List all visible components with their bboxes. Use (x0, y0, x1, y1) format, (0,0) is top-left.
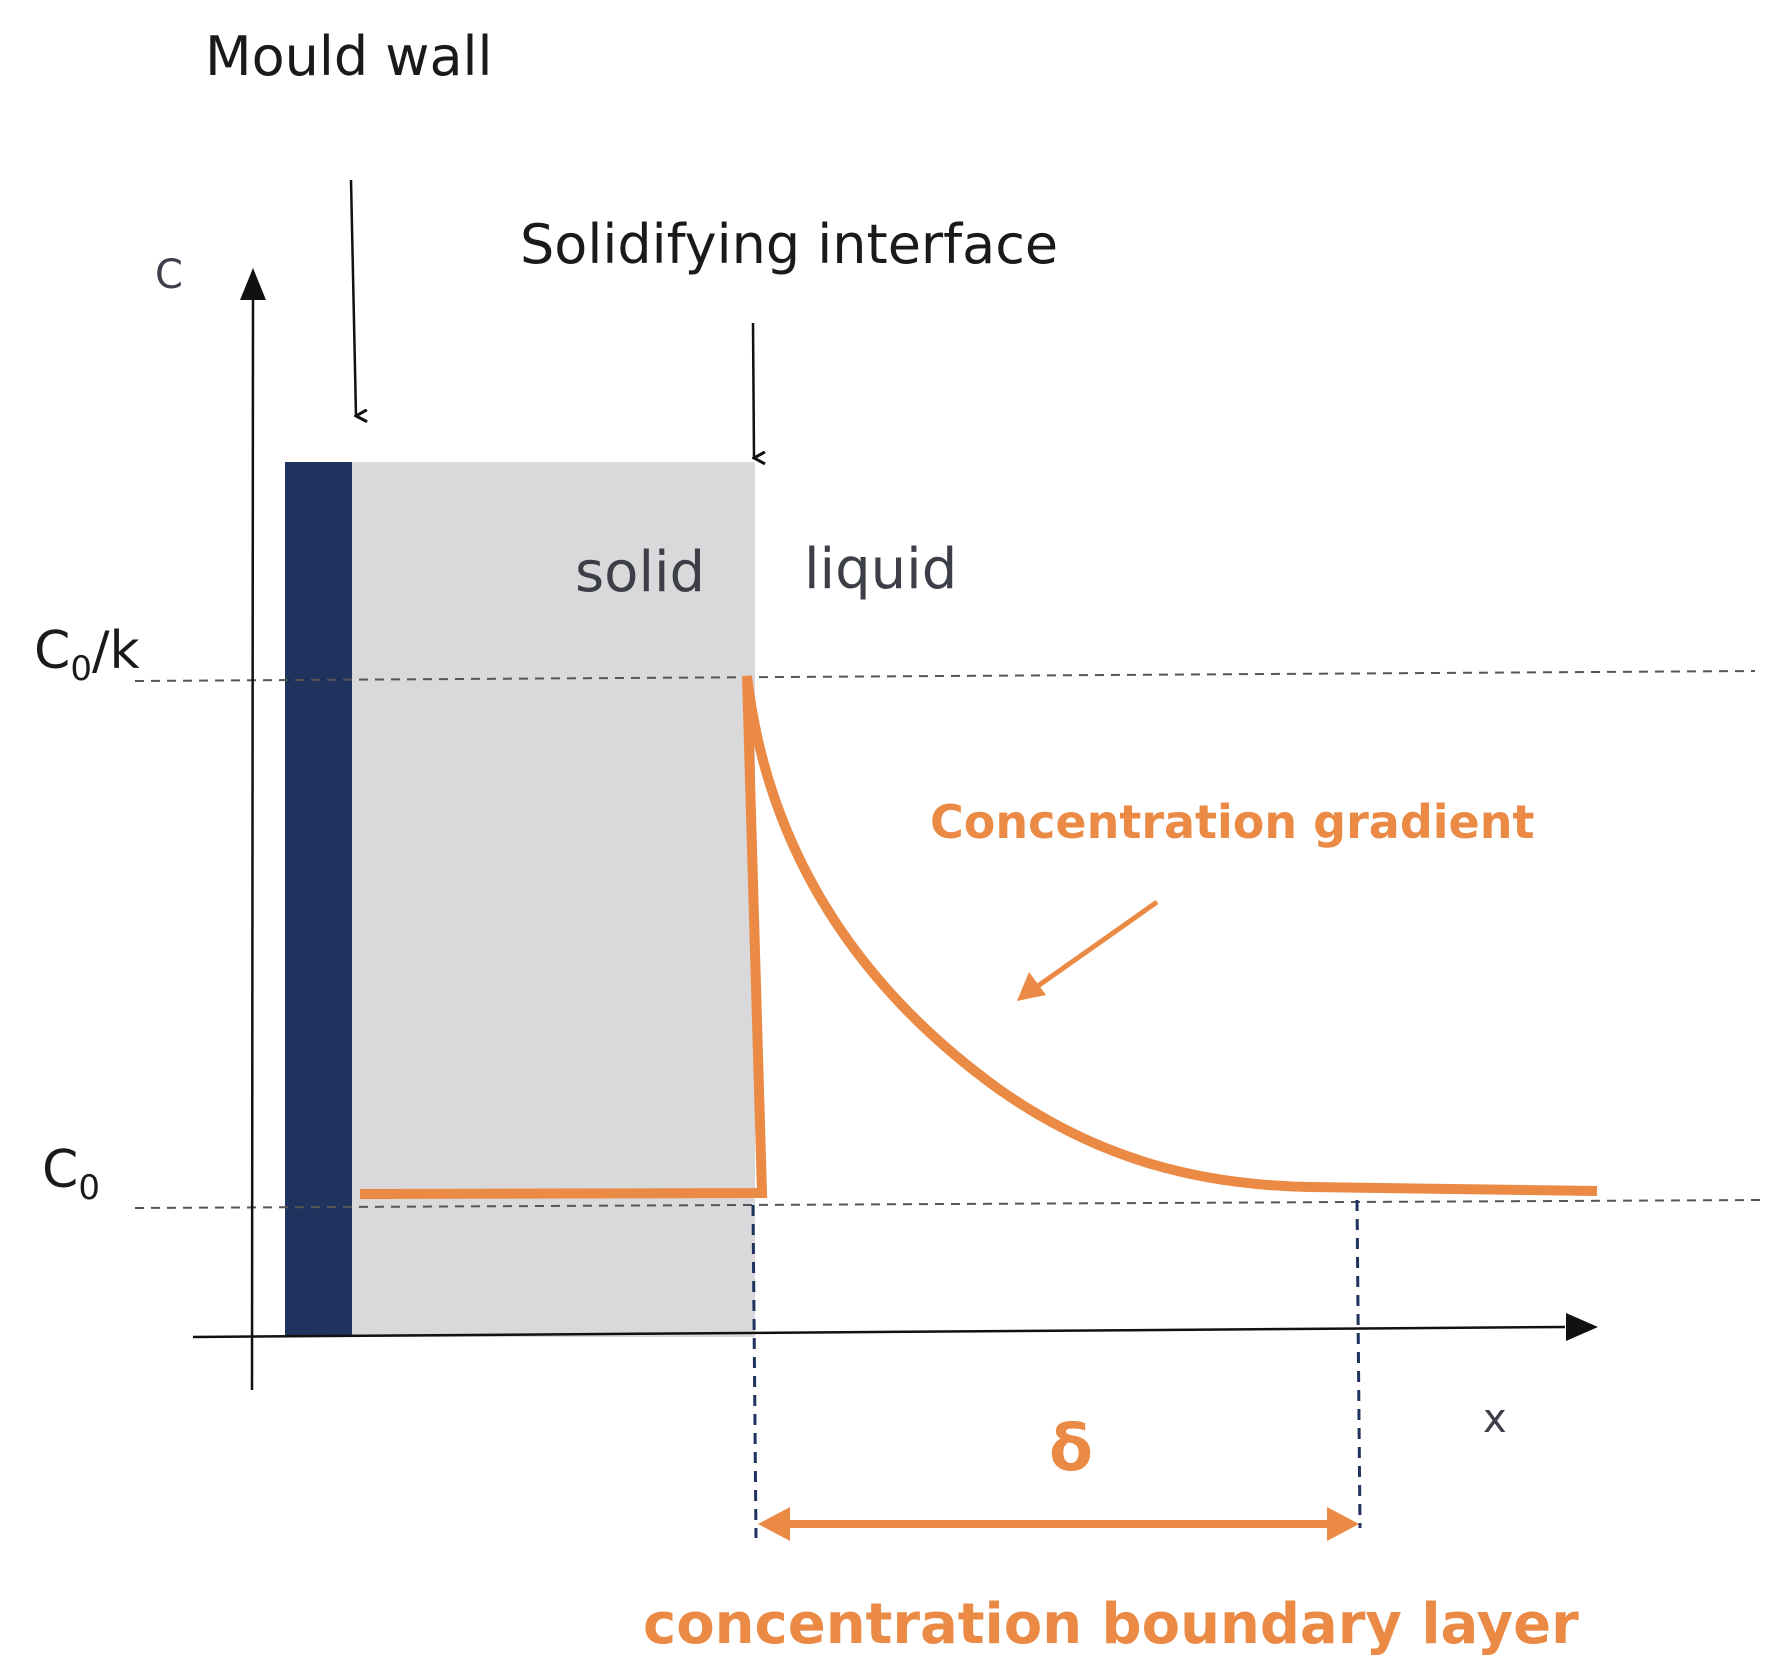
c0-over-k-guide-line (134, 670, 1756, 682)
x-axis (192, 1325, 1566, 1339)
concentration-profile-curve (359, 675, 1598, 1199)
concentration-gradient-label: Concentration gradient (930, 795, 1534, 849)
mould-wall-label: Mould wall (205, 25, 493, 88)
gradient-pointer-arrow (1033, 899, 1159, 991)
delta-arrowhead-left (758, 1507, 790, 1541)
delta-label: δ (1049, 1412, 1093, 1486)
y-axis-label: C (155, 252, 183, 298)
interface-arrow (751, 322, 754, 458)
x-axis-arrowhead (1566, 1313, 1598, 1341)
c0-label: C0 (42, 1140, 100, 1208)
y-axis-arrowhead (240, 268, 266, 300)
x-axis-label: x (1483, 1396, 1507, 1442)
mould-wall-bar (285, 462, 352, 1337)
liquid-label: liquid (804, 537, 957, 602)
y-axis (250, 292, 255, 1391)
delta-arrowhead-right (1327, 1507, 1359, 1541)
boundary-end-dashed-line (1355, 1199, 1362, 1529)
c0-over-k-label: C0/k (34, 621, 140, 689)
gradient-pointer-arrowhead (1017, 972, 1046, 1001)
solid-label: solid (575, 540, 705, 605)
mould-wall-arrow (349, 179, 356, 416)
boundary-layer-label: concentration boundary layer (643, 1592, 1579, 1657)
solidifying-interface-label: Solidifying interface (520, 213, 1058, 276)
